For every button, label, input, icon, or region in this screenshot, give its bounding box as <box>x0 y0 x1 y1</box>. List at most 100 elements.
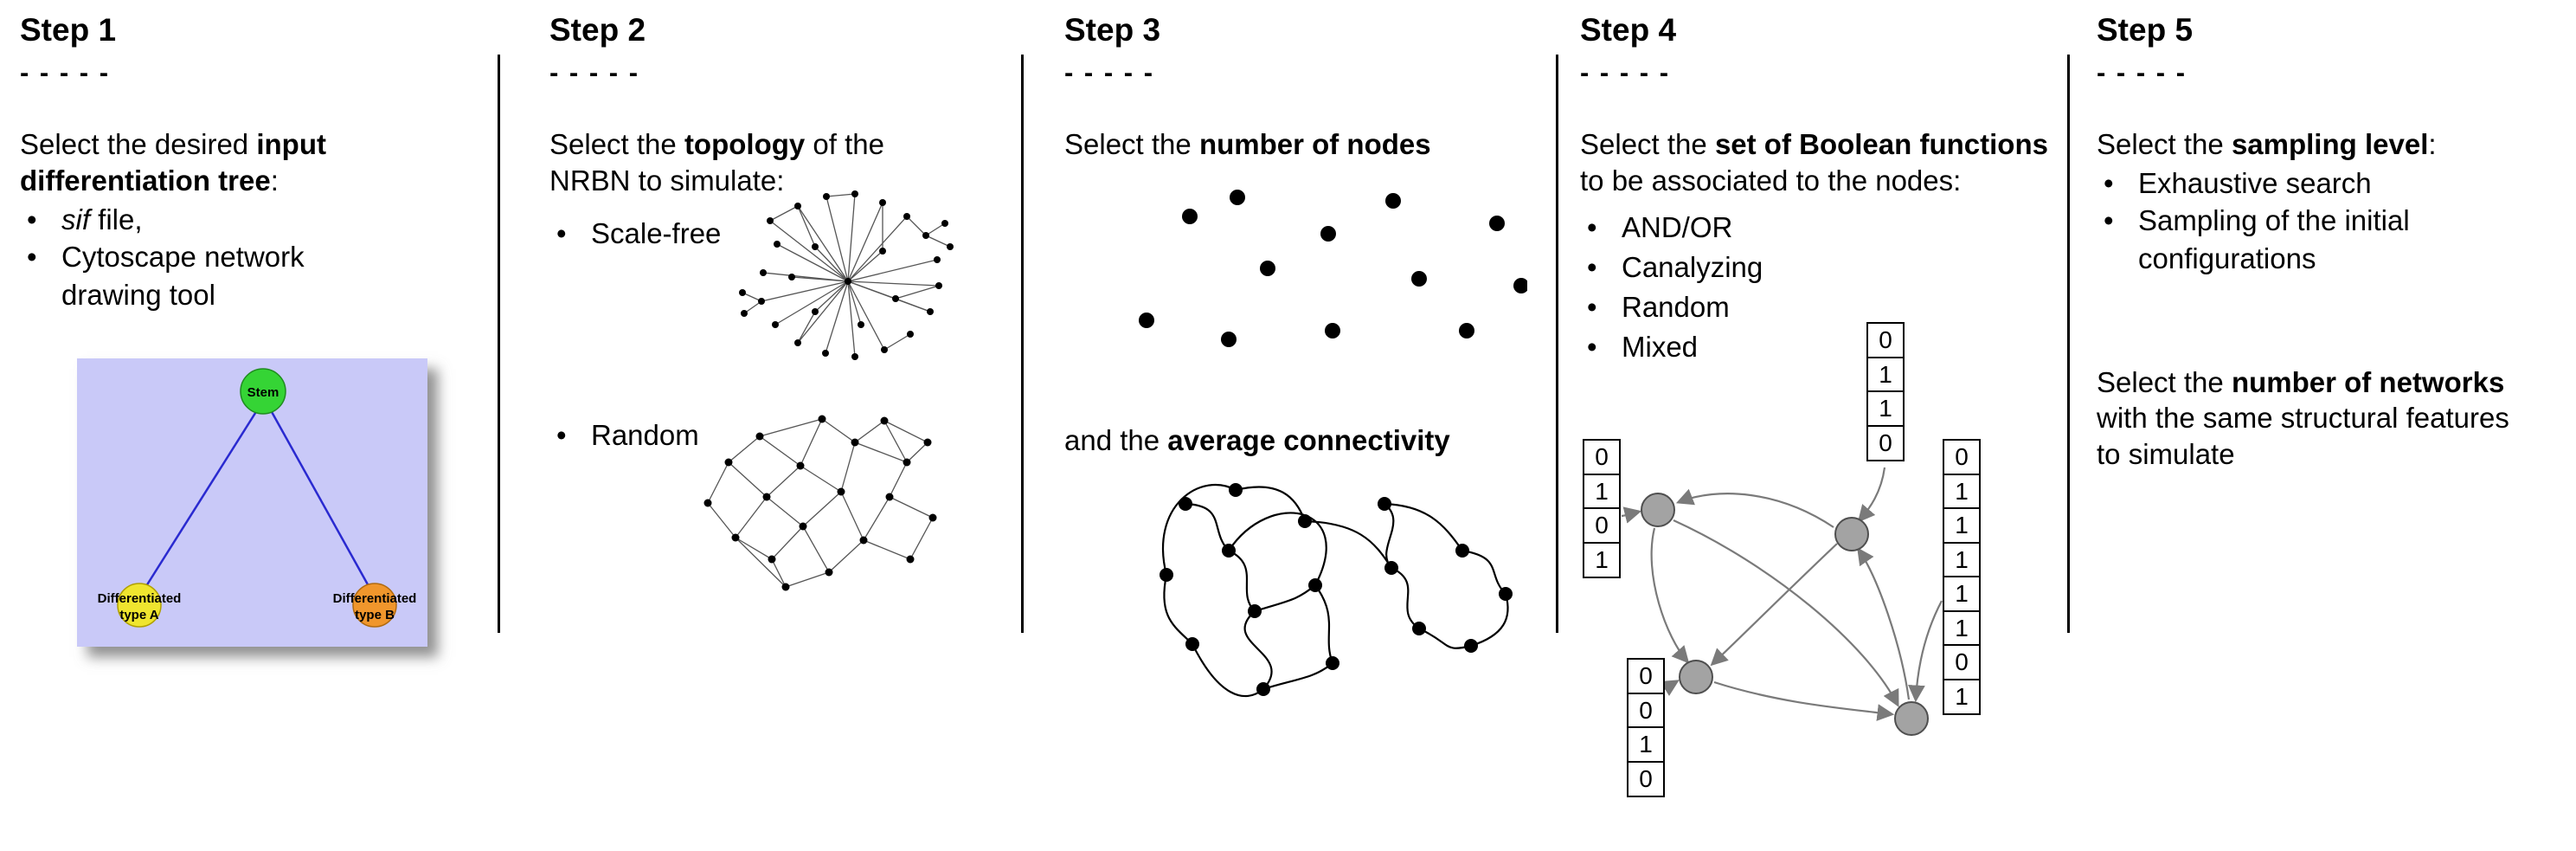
step-2-dashes: - - - - - <box>549 57 640 87</box>
step-5-options: Exhaustive search Sampling of the initia… <box>2097 164 2561 278</box>
differentiated-a-label-line1: Differentiated <box>98 591 182 606</box>
column-divider-3 <box>1556 55 1558 633</box>
intro-text: Select the desired <box>20 128 257 160</box>
truth-table-cell: 0 <box>1866 424 1905 461</box>
step-2-column: Step 2 - - - - - Select the topology of … <box>549 12 999 591</box>
intro-bold: sampling level <box>2231 128 2429 160</box>
option-text: Scale-free <box>591 216 722 249</box>
truth-table-cell: 0 <box>1943 644 1981 680</box>
option-text: Random <box>591 419 699 452</box>
differentiated-b-label-line2: type B <box>355 608 395 622</box>
option-text: Exhaustive search <box>2138 166 2372 199</box>
intro-bold: number of nodes <box>1198 128 1431 160</box>
intro-text: of the NRBN to simulate: <box>549 128 884 197</box>
step-2-options: Scale-free Random <box>549 215 999 455</box>
truth-table-cell: 1 <box>1943 576 1981 612</box>
option-random-functions: Random <box>1580 287 2060 327</box>
step-3-nodes-text: Select the number of nodes <box>1064 126 1539 163</box>
intro-bold: average connectivity <box>1167 423 1450 456</box>
step-1-dashes: - - - - - <box>20 57 111 87</box>
truth-table-cell: 0 <box>1627 658 1665 694</box>
intro-text: Select the <box>2097 128 2232 160</box>
option-text: Canalyzing <box>1622 251 1763 283</box>
truth-table-cell: 0 <box>1583 439 1621 475</box>
truth-table-cell: 1 <box>1943 678 1981 715</box>
arrow-d-to-b <box>1857 547 1911 700</box>
connectivity-network-graphic <box>1160 482 1513 697</box>
step-3-dashes: - - - - - <box>1064 57 1155 87</box>
truth-table-cell: 1 <box>1943 473 1981 510</box>
differentiation-tree-svg: Stem Differentiated type A Differentiate… <box>77 358 427 648</box>
intro-bold: input differentiation tree <box>20 128 326 197</box>
network-node-c <box>1679 660 1713 694</box>
stem-node <box>240 368 286 416</box>
intro-bold: number of networks <box>2231 365 2505 398</box>
arrow-left-table-to-a <box>1621 506 1642 524</box>
intro-text: to be associated to the nodes: <box>1580 164 1962 197</box>
truth-table-cell: 0 <box>1866 322 1905 358</box>
step-4-dashes: - - - - - <box>1580 57 1671 87</box>
step-2-intro: Select the topology of the NRBN to simul… <box>549 126 965 199</box>
scale-free-network-graphic <box>739 190 954 360</box>
step-5-column: Step 5 - - - - - Select the sampling lev… <box>2097 12 2561 473</box>
differentiation-tree-figure: Stem Differentiated type A Differentiate… <box>77 358 427 648</box>
arrow-b-to-a <box>1675 488 1834 528</box>
option-and-or: AND/OR <box>1580 208 2060 248</box>
arrow-b-to-c <box>1710 543 1838 667</box>
intro-bold: topology <box>684 128 806 160</box>
arrow-bottom-table-to-c <box>1660 680 1680 696</box>
option-text: Cytoscape network drawing tool <box>61 241 305 311</box>
network-node-a <box>1641 493 1675 527</box>
truth-table-cell: 0 <box>1583 507 1621 544</box>
arrow-a-to-d <box>1673 519 1899 707</box>
truth-table-cell: 1 <box>1943 541 1981 578</box>
scattered-nodes-graphic <box>1139 189 1527 347</box>
step-4-title: Step 4 <box>1580 12 1677 48</box>
step-4-options: AND/OR Canalyzing Random Mixed <box>1580 208 2060 368</box>
truth-table-cell: 0 <box>1627 692 1665 729</box>
option-mixed: Mixed <box>1580 327 2060 367</box>
intro-bold: set of Boolean functions <box>1714 128 2048 160</box>
random-network-graphic <box>703 415 937 591</box>
truth-table-cell: 1 <box>1943 507 1981 544</box>
column-divider-4 <box>2067 55 2070 633</box>
option-text: Mixed <box>1622 331 1699 364</box>
truth-table-cell: 1 <box>1866 390 1905 427</box>
step-1-title: Step 1 <box>20 12 117 48</box>
step-1-column: Step 1 - - - - - Select the desired inpu… <box>20 12 487 648</box>
step-5-networks-text: Select the number of networks with the s… <box>2097 364 2512 474</box>
step-3-title: Step 3 <box>1064 12 1161 48</box>
truth-table-cell: 1 <box>1943 609 1981 647</box>
step-5-intro: Select the sampling level: <box>2097 126 2561 163</box>
option-sampling-initial: Sampling of the initial configurations <box>2097 202 2561 277</box>
truth-table-cell: 1 <box>1627 726 1665 763</box>
boolean-network-graphic <box>1621 467 1943 736</box>
step-1-intro: Select the desired input differentiation… <box>20 126 487 199</box>
sif-italic: sif <box>61 203 90 235</box>
stem-label: Stem <box>247 385 279 400</box>
option-text: Random <box>1622 291 1730 324</box>
truth-table-cell: 0 <box>1627 760 1665 797</box>
intro-text: Select the <box>2097 365 2232 398</box>
arrow-right-table-to-d <box>1908 600 1943 703</box>
option-text: AND/OR <box>1622 210 1733 243</box>
network-node-d <box>1894 701 1929 736</box>
arrow-top-table-to-node <box>1857 467 1886 523</box>
column-divider-2 <box>1021 55 1024 633</box>
intro-text: with the same structural features to sim… <box>2097 402 2509 471</box>
differentiated-b-label-line1: Differentiated <box>333 591 417 606</box>
truth-table-cell: 1 <box>1583 473 1621 510</box>
option-random: Random <box>549 416 999 455</box>
option-cytoscape: Cytoscape network drawing tool <box>20 238 366 313</box>
network-node-b <box>1834 517 1869 551</box>
intro-text: : <box>270 164 279 197</box>
tree-edge-b <box>269 409 370 588</box>
tree-edge-a <box>145 409 259 588</box>
differentiated-a-label-line2: type A <box>119 608 158 622</box>
option-scale-free: Scale-free <box>549 215 999 253</box>
truth-table-cell: 0 <box>1943 439 1981 475</box>
